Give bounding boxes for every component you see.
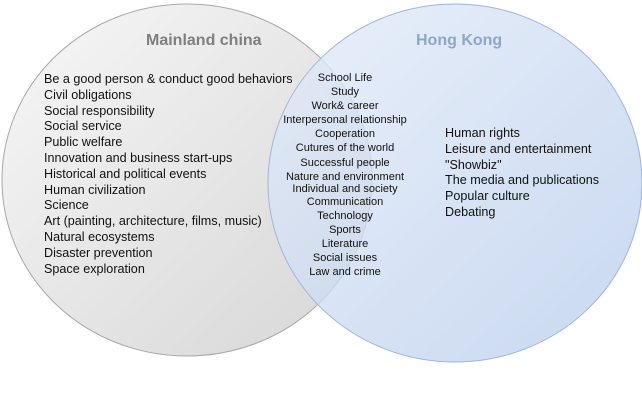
list-item: Work& career (311, 100, 379, 113)
list-item: Popular culture (445, 189, 530, 204)
list-item: Social responsibility (44, 103, 155, 118)
list-item: School Life (317, 72, 373, 84)
list-item: Individual and society (292, 182, 398, 195)
list-item: Study (330, 86, 360, 99)
overlap-list: School Life Study Work& career Interpers… (270, 71, 420, 279)
list-item: Innovation and business start-ups (44, 150, 233, 165)
list-item: Cooperation (315, 128, 375, 141)
list-item: Science (44, 198, 89, 213)
mainland-china-title: Mainland china (146, 32, 262, 49)
list-item: "Showbiz" (445, 157, 502, 172)
list-item: Technology (317, 209, 373, 222)
list-item: Civil obligations (44, 87, 132, 102)
hong-kong-circle (267, 3, 642, 363)
list-item: Successful people (300, 156, 390, 169)
hong-kong-title: Hong Kong (416, 32, 503, 49)
list-item: Interpersonal relationship (283, 114, 407, 127)
list-item: Sports (329, 223, 361, 236)
list-item: Leisure and entertainment (445, 141, 592, 156)
list-item: Debating (445, 204, 496, 219)
list-item: Art (painting, architecture, films, musi… (44, 214, 262, 229)
list-item: Communication (306, 195, 384, 208)
list-item: Human civilization (44, 182, 146, 197)
list-item: Nature and environment (285, 170, 404, 183)
list-item: Social service (44, 119, 122, 134)
list-item: Public welfare (44, 135, 123, 150)
list-item: Space exploration (44, 261, 145, 276)
list-item: Disaster prevention (44, 245, 153, 260)
hong-kong-list: Human rights Leisure and entertainment "… (445, 126, 599, 221)
list-item: The media and publications (445, 173, 600, 188)
list-item: Human rights (445, 126, 520, 140)
list-item: Historical and political events (44, 166, 207, 181)
list-item: Cutures of the world (295, 142, 395, 155)
list-item: Be a good person & conduct good behavior… (44, 72, 293, 86)
list-item: Social issues (312, 252, 378, 265)
list-item: Literature (321, 238, 369, 251)
list-item: Natural ecosystems (44, 229, 155, 244)
list-item: Law and crime (309, 266, 381, 279)
mainland-china-list: Be a good person & conduct good behavior… (44, 72, 293, 277)
